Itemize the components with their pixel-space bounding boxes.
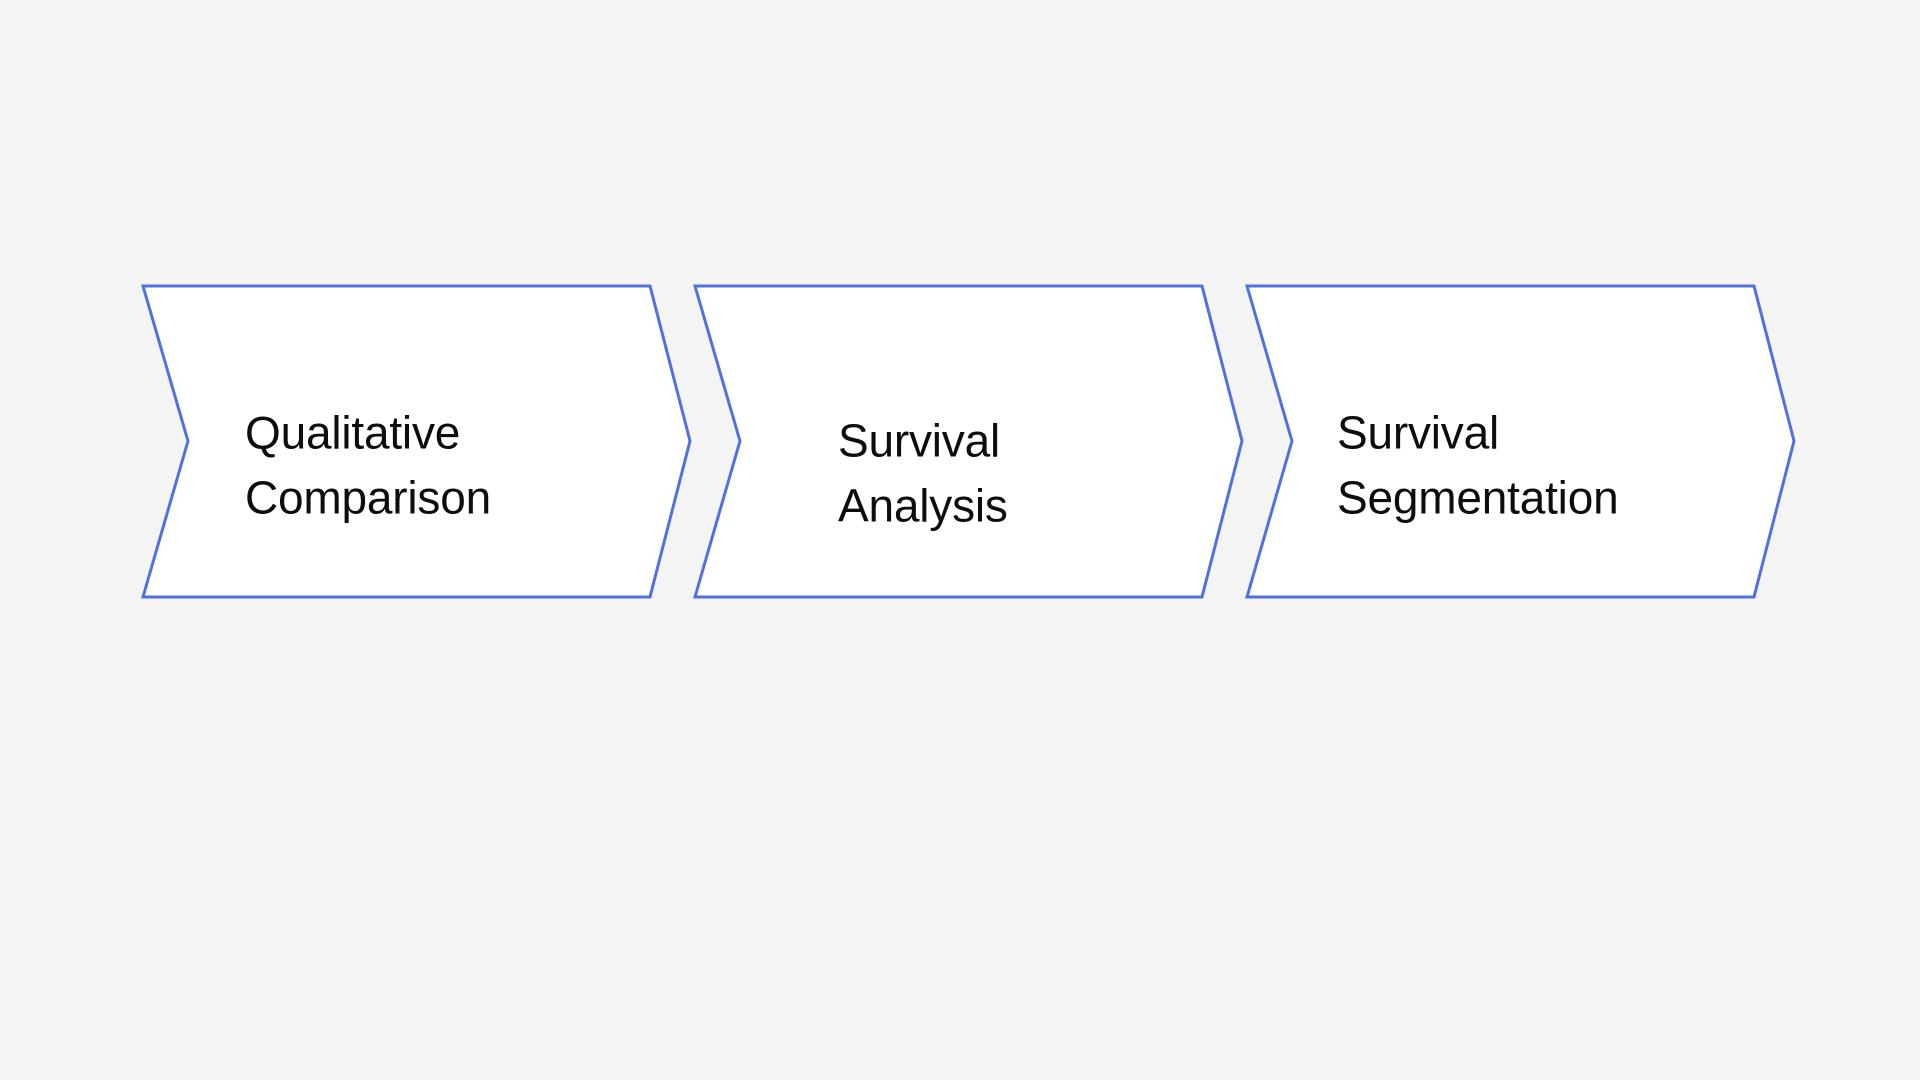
chevron-shape-step-2[interactable] — [693, 284, 1244, 599]
chevron-label-step-2: Survival Analysis — [838, 414, 1008, 532]
chevron-shape-step-1[interactable] — [141, 284, 692, 599]
chevron-label-step-3: Survival Segmentation — [1337, 406, 1619, 524]
chevron-label-step-1: Qualitative Comparison — [245, 406, 491, 524]
chevron-shape-step-3[interactable] — [1245, 284, 1796, 599]
